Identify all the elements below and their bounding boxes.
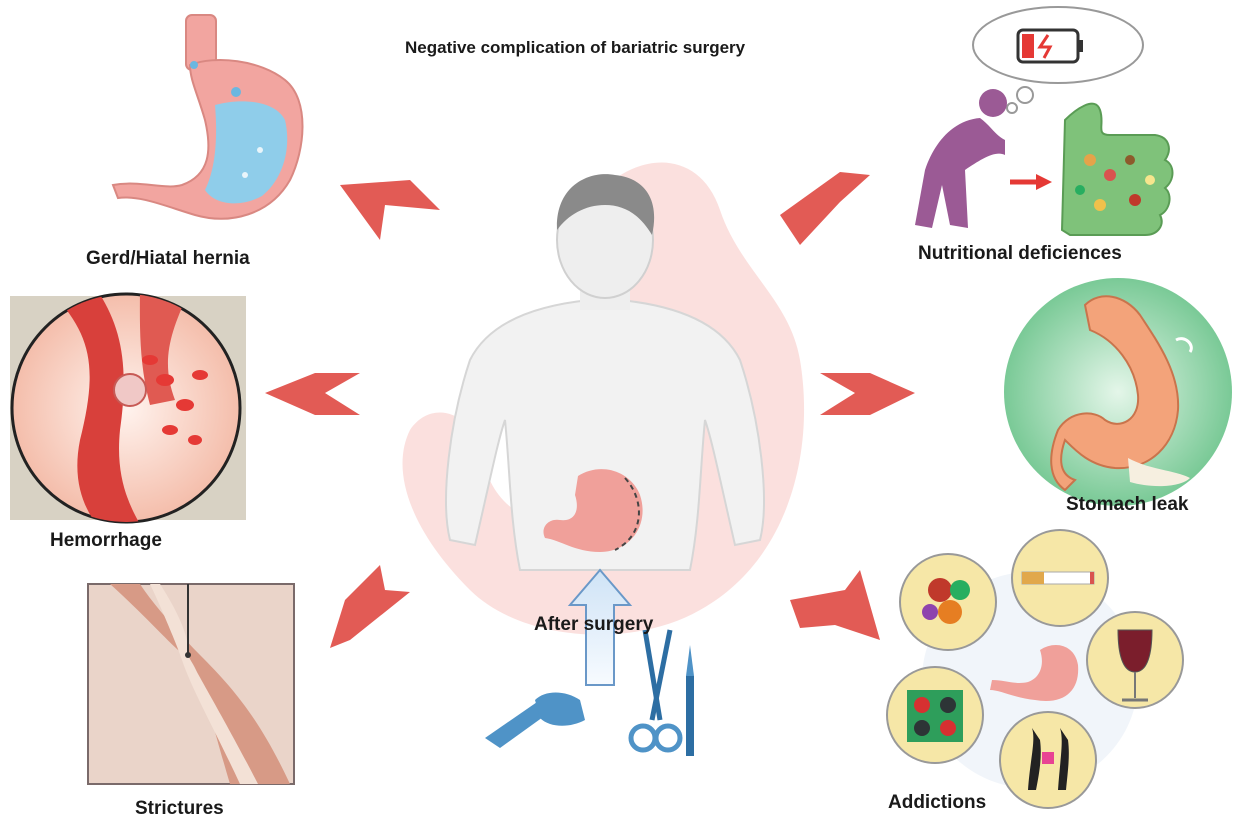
arrow-to-gerd [340, 180, 440, 240]
label-after-surgery: After surgery [534, 614, 653, 636]
stomach-leak-icon [1004, 278, 1232, 506]
addictions-icon [887, 530, 1183, 808]
hemorrhage-icon [10, 280, 246, 540]
page-title: Negative complication of bariatric surge… [405, 38, 745, 58]
arrow-to-hemorrhage [265, 373, 360, 415]
label-hemorrhage: Hemorrhage [50, 530, 162, 552]
label-addictions: Addictions [888, 792, 986, 814]
label-nutritional-deficiences: Nutritional deficiences [918, 243, 1122, 265]
gerd-stomach-icon [113, 15, 303, 219]
nutrition-icon [915, 7, 1173, 235]
arrow-to-addictions [790, 570, 880, 640]
label-gerd-hiatal-hernia: Gerd/Hiatal hernia [86, 248, 250, 270]
arrow-to-strictures [330, 565, 410, 648]
arrow-to-nutrition [780, 172, 870, 245]
arrow-to-stomach-leak [820, 373, 915, 415]
strictures-icon [88, 584, 294, 784]
label-strictures: Strictures [135, 798, 224, 820]
label-stomach-leak: Stomach leak [1066, 494, 1189, 516]
